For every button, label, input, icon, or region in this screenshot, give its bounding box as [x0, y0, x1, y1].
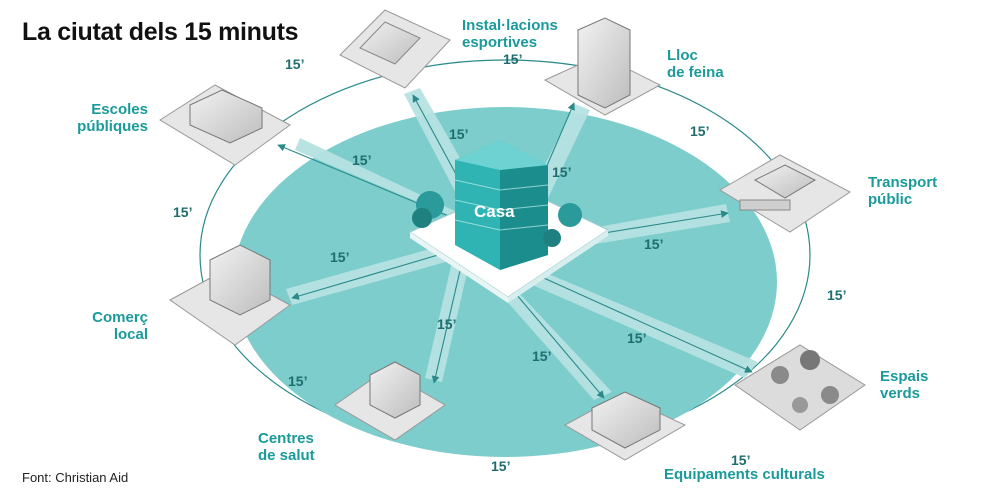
ray-equipaments	[488, 275, 612, 400]
minutes-ray-espais: 15’	[627, 330, 647, 346]
minutes-ray-equipaments: 15’	[532, 348, 552, 364]
ray-salut	[425, 262, 468, 382]
minutes-ray-comerc: 15’	[330, 249, 350, 265]
arrow-salut	[431, 261, 463, 384]
center-label: Casa	[474, 202, 515, 221]
ray-comerc	[286, 242, 460, 305]
arrow-espais	[514, 264, 753, 373]
minutes-ray-salut: 15’	[437, 316, 457, 332]
building-escoles	[159, 84, 291, 166]
source-note: Font: Christian Aid	[22, 470, 129, 485]
minutes-ray-installacions: 15’	[449, 126, 469, 142]
arrow-comerc	[291, 249, 456, 300]
building-equipaments	[563, 391, 687, 461]
label-equipaments: Equipaments culturals	[664, 466, 825, 483]
page-title: La ciutat dels 15 minuts	[22, 18, 299, 46]
ray-escoles	[295, 138, 498, 236]
minutes-ray-lloc: 15’	[552, 164, 572, 180]
building-espais	[734, 344, 866, 431]
building-salut	[334, 361, 446, 441]
building-comerc	[169, 244, 291, 346]
minutes-ring-equipaments-salut: 15’	[491, 458, 511, 474]
minutes-ring-comerc-escoles: 15’	[173, 204, 193, 220]
building-transport	[719, 154, 851, 233]
building-lloc	[543, 17, 662, 116]
building-installacions	[339, 9, 451, 89]
minutes-ring-installacions-lloc: 15’	[503, 51, 523, 67]
minutes-ray-transport: 15’	[644, 236, 664, 252]
minutes-ring-salut-comerc: 15’	[288, 373, 308, 389]
minutes-ring-escoles-installacions: 15’	[285, 56, 305, 72]
minutes-ray-escoles: 15’	[352, 152, 372, 168]
home-building	[408, 140, 610, 303]
minutes-ring-espais-equipaments: 15’	[731, 452, 751, 468]
minutes-ring-lloc-transport: 15’	[690, 123, 710, 139]
minutes-ring-transport-espais: 15’	[827, 287, 847, 303]
